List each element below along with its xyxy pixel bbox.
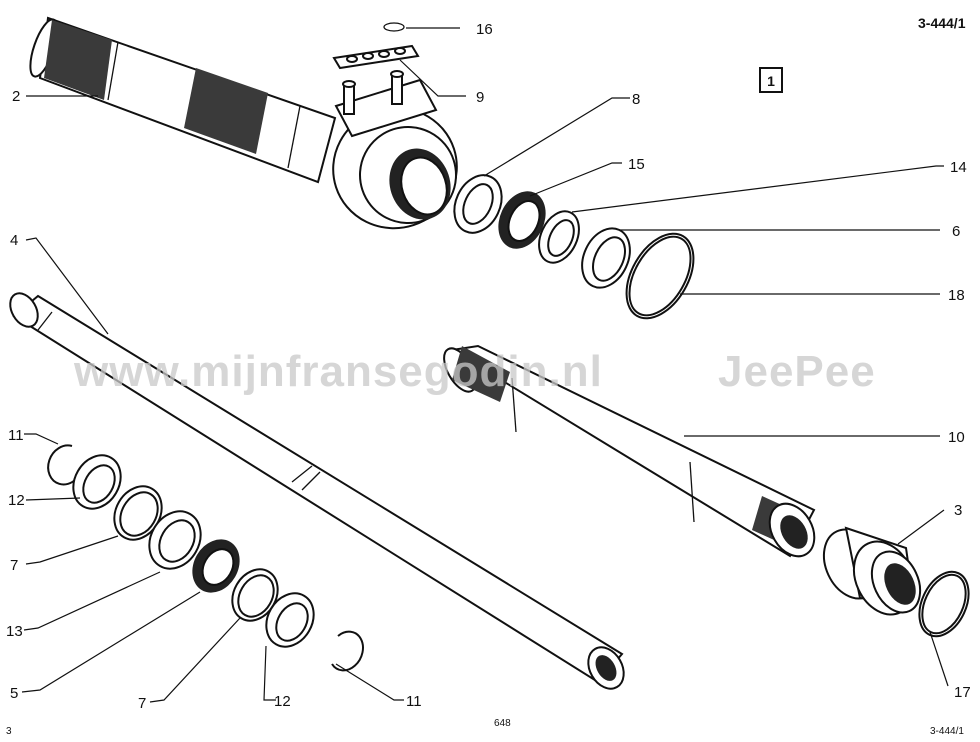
part-16-oring — [383, 22, 405, 32]
part-10-tube — [443, 344, 816, 558]
part-17-oring — [918, 570, 970, 638]
callout-8: 8 — [632, 91, 640, 108]
callout-7-lower: 7 — [138, 695, 146, 712]
footer-left: 3 — [6, 726, 12, 737]
callout-11-lower: 11 — [406, 693, 422, 710]
callout-9: 9 — [476, 89, 484, 106]
part-6-bushing — [581, 227, 631, 289]
callout-15: 15 — [628, 156, 645, 173]
callout-5: 5 — [10, 685, 18, 702]
callout-10: 10 — [948, 429, 965, 446]
callout-14: 14 — [950, 159, 967, 176]
callout-2: 2 — [12, 88, 20, 105]
part-12-ring-lower — [265, 592, 315, 648]
part-18-oring — [625, 232, 695, 320]
leader-lines — [21, 27, 949, 703]
part-7-ring-lower — [231, 568, 279, 622]
part-3-piston — [822, 526, 922, 616]
callout-labels: 16 2 9 8 15 14 6 18 4 10 3 17 11 12 7 13… — [6, 21, 971, 712]
callout-12-upper: 12 — [8, 492, 25, 509]
callout-3: 3 — [954, 502, 962, 519]
part-14-ring — [538, 210, 580, 264]
callout-4: 4 — [10, 232, 18, 249]
callout-13: 13 — [6, 623, 23, 640]
footer-right: 3-444/1 — [930, 726, 964, 737]
figure-number-box — [759, 67, 783, 93]
part-8-ring — [453, 174, 503, 234]
callout-18: 18 — [948, 287, 965, 304]
callout-11-upper: 11 — [8, 427, 24, 444]
part-11-circlip-lower — [331, 630, 364, 672]
part-2-tube-housing — [29, 16, 458, 230]
part-9-gasket — [332, 44, 420, 70]
figure-number: 1 — [767, 73, 775, 89]
part-15-seal — [498, 191, 546, 249]
callout-7-upper: 7 — [10, 557, 18, 574]
callout-12-lower: 12 — [274, 693, 291, 710]
callout-6: 6 — [952, 223, 960, 240]
part-5-seal — [192, 539, 240, 593]
watermark-site: www.mijnfransegodin.nl — [73, 347, 603, 396]
part-7-ring-upper — [113, 485, 163, 541]
footer-center: 648 — [494, 718, 511, 729]
callout-16: 16 — [476, 21, 493, 38]
watermark-name: JeePee — [718, 347, 876, 396]
callout-17: 17 — [954, 684, 971, 701]
part-13-ring — [148, 510, 202, 570]
part-12-ring-upper — [72, 454, 122, 510]
part-4-shaft — [9, 292, 625, 690]
drawing-reference: 3-444/1 — [918, 15, 966, 31]
